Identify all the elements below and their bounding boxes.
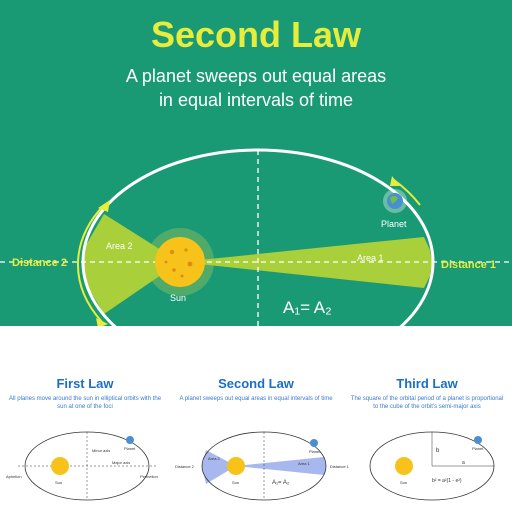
first-law-text: All planes move around the sun in ellipt… <box>8 396 162 410</box>
area-1-label: Area 1 <box>357 253 384 263</box>
third-law-column: Third Law The square of the orbital peri… <box>342 326 512 411</box>
sun-icon <box>155 237 205 287</box>
sun-spot <box>164 260 168 264</box>
first-perihelion-label: Perihelion <box>140 474 158 479</box>
second-equation: A₁= A₂ <box>272 480 290 486</box>
second-area-1-wedge <box>236 457 326 475</box>
third-formula: b² = a²(1 - e²) <box>432 478 462 484</box>
subtitle-line-1: A planet sweeps out equal areas <box>125 66 387 86</box>
third-sun-label: Sun <box>400 480 407 485</box>
first-major-axis-label: Major axis <box>112 460 130 465</box>
third-a-label: a <box>462 460 465 466</box>
second-area-1-label: Area 1 <box>298 461 311 466</box>
sun-spot <box>187 261 193 267</box>
first-minor-axis-label: Minor axis <box>92 448 110 453</box>
area-2-label: Area 2 <box>106 241 133 251</box>
sun-spot <box>180 274 184 278</box>
third-b-label: b <box>436 448 440 454</box>
third-law-diagram: b a Sun Planet b² = a²(1 - e²) <box>369 431 495 501</box>
area-2-wedge <box>84 214 180 314</box>
planet-land <box>390 196 398 204</box>
laws-panel: First Law All planes move around the sun… <box>0 326 512 512</box>
left-arrow-head-top <box>98 200 110 212</box>
third-law-text: The square of the orbital period of a pl… <box>350 396 504 410</box>
first-planet-label: Planet <box>124 446 136 451</box>
first-law-column: First Law All planes move around the sun… <box>0 326 170 411</box>
second-sun-icon <box>227 457 245 475</box>
distance-2-label: Distance 2 <box>12 257 67 269</box>
second-law-column: Second Law A planet sweeps out equal are… <box>171 326 341 403</box>
sun-spot <box>184 248 188 252</box>
sun-label: Sun <box>170 293 186 303</box>
first-law-diagram: Minor axis Major axis Aphelion Perihelio… <box>6 431 158 501</box>
planet-label: Planet <box>381 219 407 229</box>
second-area-2-label: Area 2 <box>208 456 221 461</box>
first-law-title: First Law <box>56 376 114 391</box>
second-distance-2-label: Distance 2 <box>175 464 195 469</box>
second-law-title: Second Law <box>218 376 294 391</box>
third-planet-label: Planet <box>472 446 484 451</box>
first-sun-icon <box>51 457 69 475</box>
third-planet-icon <box>474 436 482 444</box>
first-planet-icon <box>126 436 134 444</box>
left-motion-arrow <box>76 204 105 323</box>
sun-spot <box>169 249 175 255</box>
second-area-2-wedge <box>202 450 236 484</box>
left-arrow-head-bottom <box>96 318 108 328</box>
second-law-diagram: Distance 2 Distance 1 Area 2 Area 1 Sun … <box>175 431 350 501</box>
third-sun-icon <box>395 457 413 475</box>
page-subtitle: A planet sweeps out equal areas in equal… <box>0 64 512 112</box>
laws-mini-diagrams: Minor axis Major axis Aphelion Perihelio… <box>6 431 495 501</box>
right-arrow-head <box>390 176 400 186</box>
second-law-text: A planet sweeps out equal areas in equal… <box>179 396 333 402</box>
page-title: Second Law <box>150 14 362 55</box>
third-law-title: Third Law <box>396 376 458 391</box>
area-equation: A₁= A₂ <box>283 298 332 317</box>
sun-spot <box>172 268 176 272</box>
second-planet-label: Planet <box>309 449 321 454</box>
first-sun-label: Sun <box>55 480 62 485</box>
distance-1-label: Distance 1 <box>441 259 496 271</box>
second-planet-icon <box>310 439 318 447</box>
subtitle-line-2: in equal intervals of time <box>158 90 354 110</box>
first-aphelion-label: Aphelion <box>6 474 22 479</box>
second-sun-label: Sun <box>232 480 239 485</box>
second-distance-1-label: Distance 1 <box>330 464 350 469</box>
